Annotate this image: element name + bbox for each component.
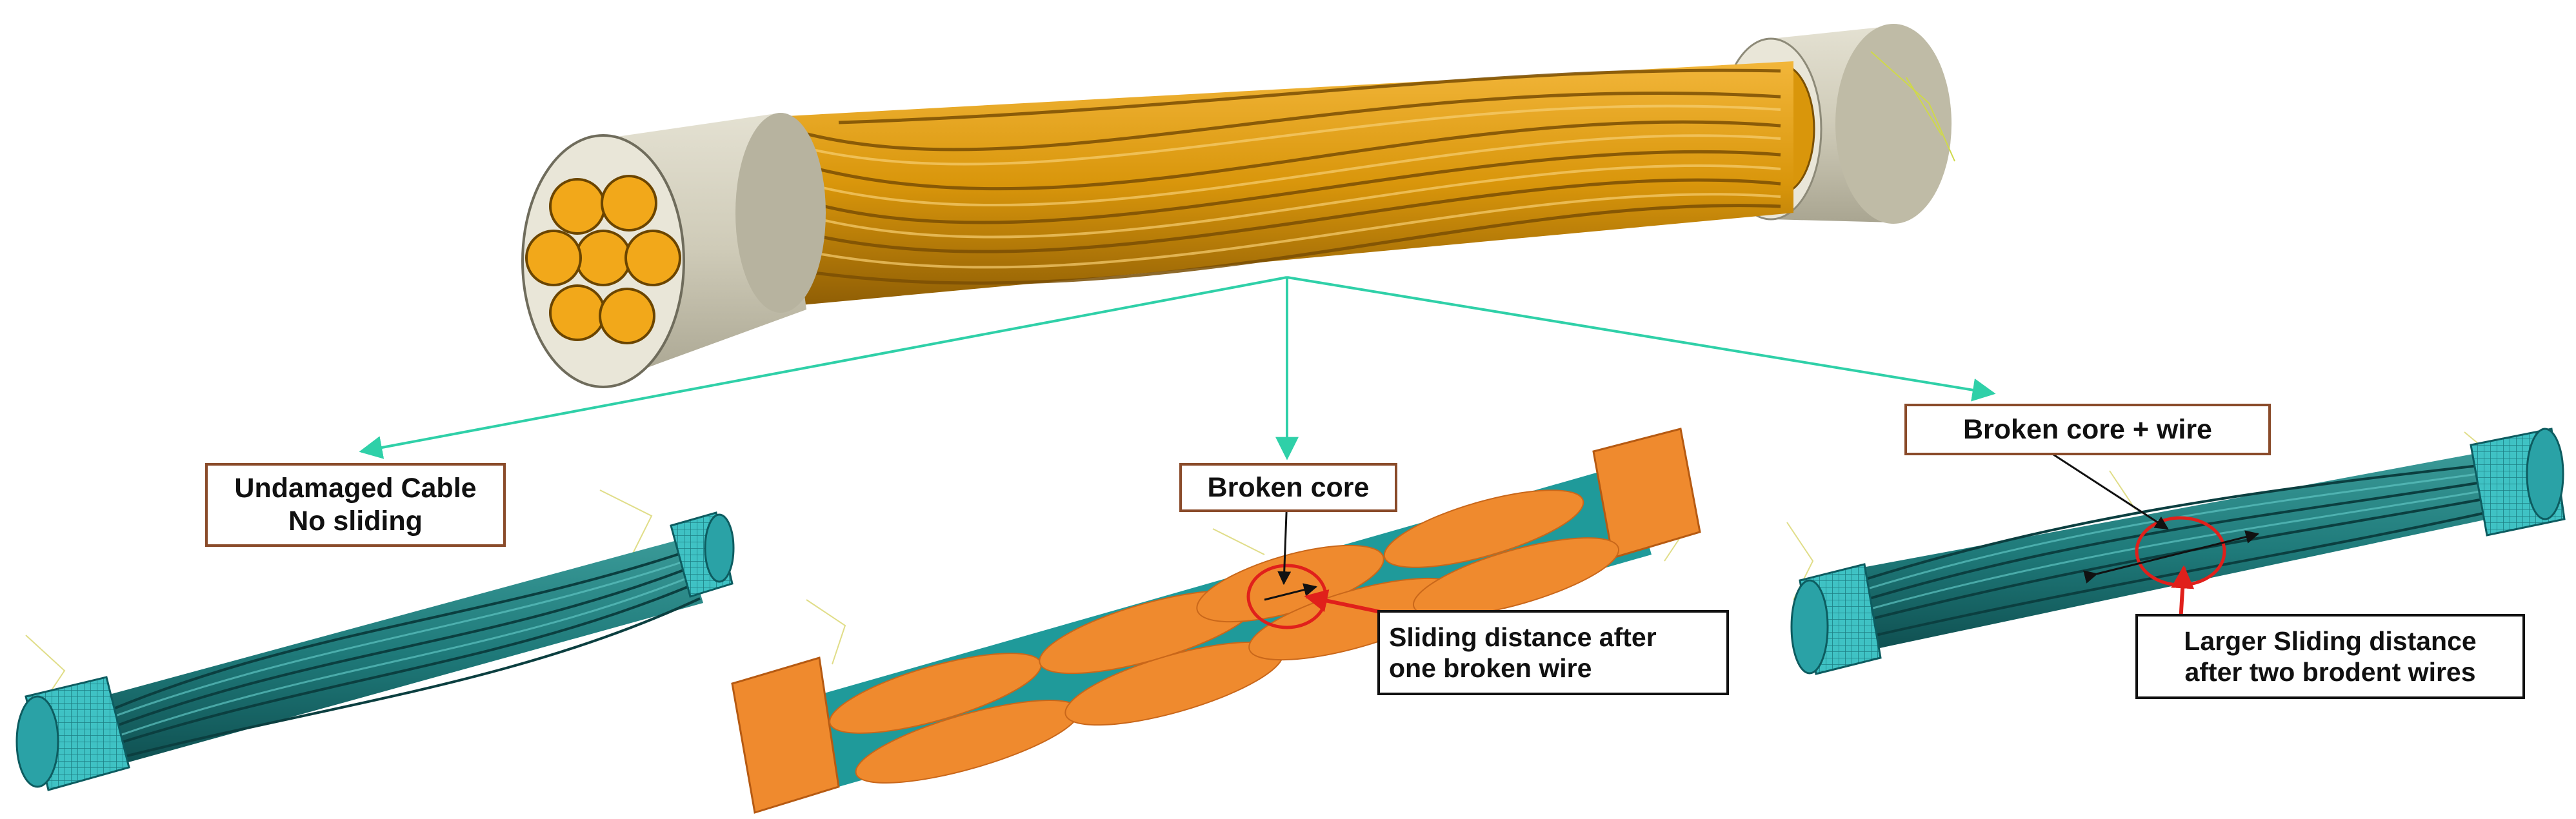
broken-core-wire-model bbox=[1786, 428, 2566, 675]
label-sliding-distance: Sliding distance after one broken wire bbox=[1377, 610, 1729, 695]
label-larger-sliding: Larger Sliding distance after two broden… bbox=[2135, 614, 2525, 699]
undamaged-cable-model bbox=[15, 489, 735, 791]
label-undamaged-cable: Undamaged Cable No sliding bbox=[205, 463, 506, 547]
label-broken-core-text: Broken core bbox=[1207, 471, 1370, 503]
label-sliding-line1: Sliding distance after bbox=[1389, 622, 1657, 652]
leader-arrow-right bbox=[1286, 276, 1996, 402]
label-undamaged-line1: Undamaged Cable bbox=[234, 473, 477, 504]
leader-arrow-left bbox=[359, 276, 1288, 459]
leader-arrows bbox=[359, 276, 1996, 460]
mesh-end-left bbox=[15, 676, 130, 791]
label-larger-line1: Larger Sliding distance bbox=[2184, 626, 2477, 656]
mesh-end-right-left bbox=[1790, 563, 1882, 675]
label-broken-core-wire: Broken core + wire bbox=[1904, 404, 2271, 455]
broken-core-model bbox=[731, 428, 1701, 814]
mesh-end-right bbox=[670, 511, 735, 598]
label-undamaged-line2: No sliding bbox=[288, 506, 423, 537]
label-broken-core: Broken core bbox=[1179, 463, 1397, 512]
label-broken-core-wire-text: Broken core + wire bbox=[1963, 413, 2212, 445]
label-sliding-line2: one broken wire bbox=[1389, 653, 1592, 683]
mesh-end-right-right bbox=[2470, 428, 2566, 537]
strand-bundle bbox=[787, 61, 1793, 306]
left-end-cap bbox=[521, 113, 826, 388]
label-larger-line2: after two brodent wires bbox=[2184, 657, 2476, 687]
wire-cross-section bbox=[525, 175, 681, 344]
top-cable-3d bbox=[521, 24, 1955, 388]
